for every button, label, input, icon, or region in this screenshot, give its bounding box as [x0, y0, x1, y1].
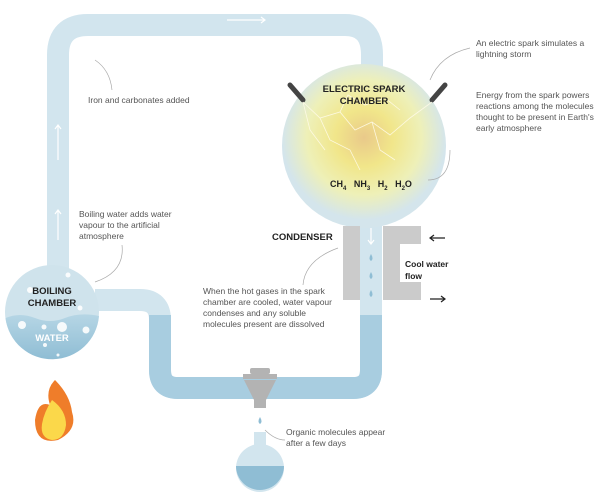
- gas-formulas: CH4 NH3 H2 H2O: [330, 179, 412, 192]
- leader-lines: [94, 47, 471, 441]
- spark-chamber: [282, 64, 446, 228]
- electrode-icon: [287, 82, 448, 103]
- cool-water-label: Cool water flow: [405, 259, 449, 281]
- annotation-organic: Organic molecules appear after a few day…: [286, 427, 386, 448]
- flow-arrows: [54, 16, 375, 245]
- flame-icon: [35, 380, 74, 441]
- droplet-icon: [369, 254, 373, 297]
- spark-chamber-label: ELECTRIC SPARK CHAMBER: [322, 84, 406, 107]
- collection-flask: [236, 432, 284, 492]
- annotation-boiling: Boiling water adds water vapour to the a…: [79, 209, 172, 241]
- boiling-chamber: [5, 265, 99, 360]
- droplet-icon: [258, 417, 262, 424]
- condenser-label: CONDENSER: [272, 232, 333, 243]
- tap-funnel: [243, 368, 277, 408]
- annotation-condense: When the hot gases in the spark chamber …: [203, 286, 332, 329]
- arrow-icon: [429, 234, 446, 303]
- annotation-spark: An electric spark simulates a lightning …: [476, 38, 585, 59]
- boiling-chamber-label: BOILING CHAMBER: [27, 286, 77, 309]
- annotation-iron: Iron and carbonates added: [88, 95, 190, 105]
- annotation-energy: Energy from the spark powers reactions a…: [476, 90, 594, 133]
- condenser: [343, 226, 421, 300]
- lightning-icon: [302, 94, 433, 171]
- water-label: WATER: [35, 333, 69, 344]
